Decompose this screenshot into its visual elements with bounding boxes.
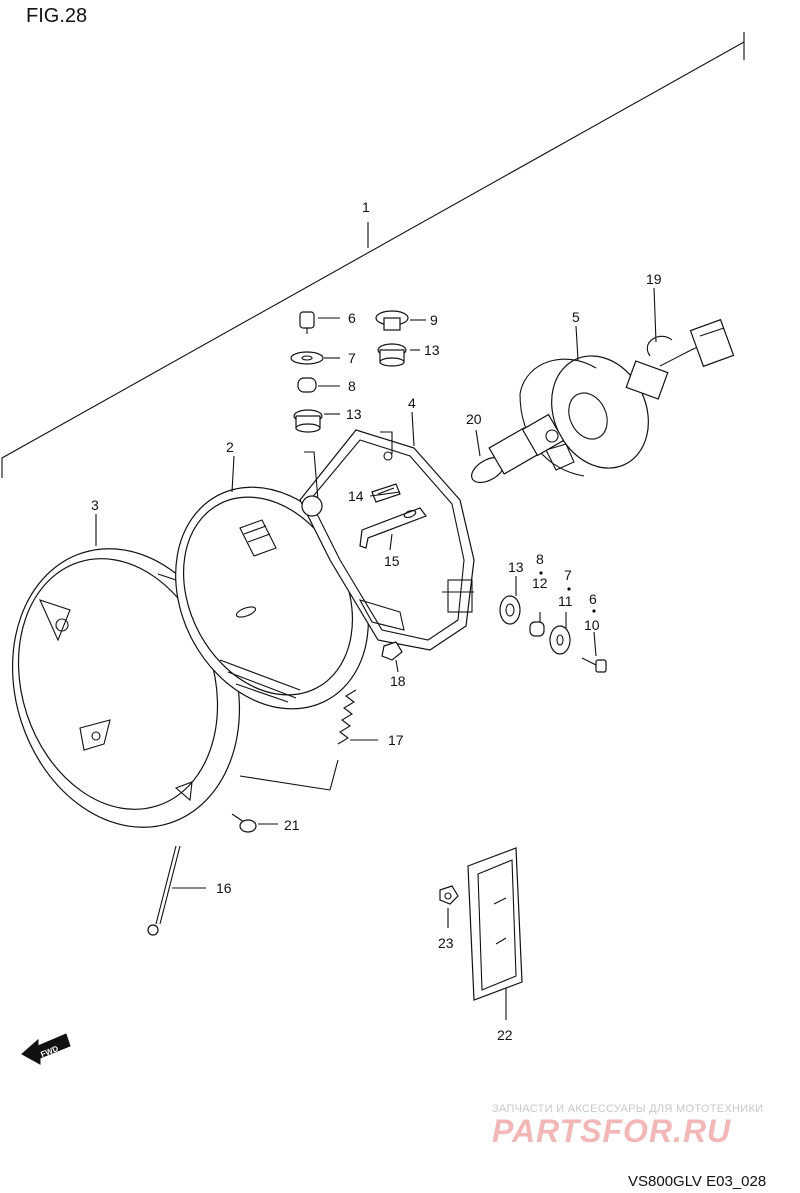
part-19-connector [625,318,735,400]
callout-13-upper: 13 [424,342,440,358]
part-16-long-screw [147,845,206,936]
callout-7: 7 [348,350,356,366]
callout-13-left: 13 [346,406,362,422]
part-9-bolt [375,310,409,331]
callout-12: 12 [532,575,548,591]
part-13-grommet-upper [377,343,407,367]
callout-15: 15 [384,553,400,569]
part-13-grommet-right [499,595,521,625]
part-20-bulb [471,413,565,484]
watermark: ЗАПЧАСТИ И АКСЕССУАРЫ ДЛЯ МОТОТЕХНИКИ PA… [492,1103,763,1149]
callout-16: 16 [216,880,232,896]
callout-22: 22 [497,1027,513,1043]
callout-21: 21 [284,817,300,833]
part-14-clip [371,483,401,503]
figure-code: VS800GLV E03_028 [628,1173,766,1190]
watermark-tagline: ЗАПЧАСТИ И АКСЕССУАРЫ ДЛЯ МОТОТЕХНИКИ [492,1103,763,1115]
callout-14: 14 [348,488,364,504]
callout-13-right: 13 [508,559,524,575]
callout-6: 6 [348,310,356,326]
part-6-screw [299,311,315,334]
part-23-nut [439,885,459,905]
part-18-nut [381,641,403,661]
part-7-washer [290,351,324,365]
callout-2: 2 [226,439,234,455]
leader-lines [95,287,657,1020]
callout-labels: 1 2 3 4 5 6 7 8 9 13 13 14 15 16 17 18 1… [91,199,662,1043]
callout-8: 8 [348,378,356,394]
callout-4: 4 [408,395,416,411]
callout-separator-dots [539,571,596,613]
part-22-reflector [467,847,523,1001]
callout-6-right: 6 [589,591,597,607]
part-2-headlight-lens [175,486,369,710]
callout-17: 17 [388,732,404,748]
callout-1: 1 [362,199,370,215]
part-15-bracket [359,507,427,549]
part-11-washer [549,625,571,655]
figure-title: FIG.28 [26,5,87,27]
watermark-logo: PARTSFOR.RU [492,1113,731,1149]
part-10-screw [581,657,607,673]
callout-5: 5 [572,309,580,325]
part-17-spring [337,689,378,745]
callout-9: 9 [430,312,438,328]
assembly-bracket [1,32,745,478]
part-12-collar [529,621,545,637]
part-5-socket-cover [519,355,649,477]
callout-10: 10 [584,617,600,633]
part-13-grommet-left [293,409,323,433]
callout-19: 19 [646,271,662,287]
callout-18: 18 [390,673,406,689]
callout-23: 23 [438,935,454,951]
callout-11: 11 [558,593,573,609]
part-8-collar [297,377,317,393]
part-4-headlight-case [299,429,475,651]
callout-7-right: 7 [564,567,572,583]
callout-3: 3 [91,497,99,513]
callout-20: 20 [466,411,482,427]
fwd-arrow-icon: FWD [21,1033,71,1065]
callout-8-right: 8 [536,551,544,567]
part-21-screw [231,813,257,833]
